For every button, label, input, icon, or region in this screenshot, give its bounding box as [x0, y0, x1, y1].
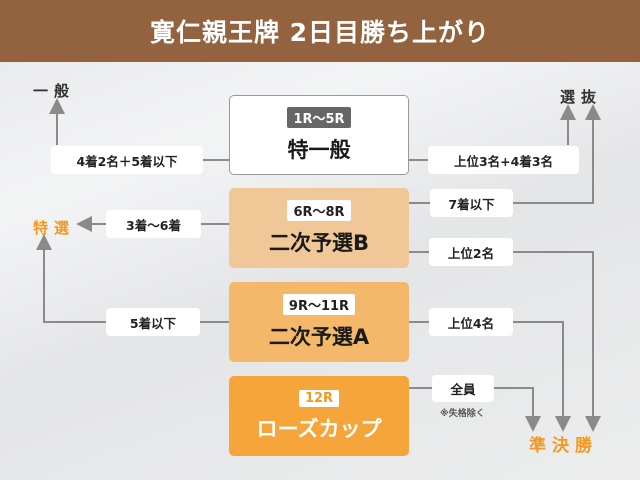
arrow-to-junkessho	[494, 387, 541, 432]
race-range-tag: 12R	[298, 389, 340, 407]
race-name: 二次予選A	[268, 324, 370, 349]
condition-label: 上位3名+4着3名	[428, 146, 579, 174]
destination-senbatsu: 選抜	[560, 88, 603, 106]
race-range-tag: 6R〜8R	[287, 199, 351, 221]
condition-label: 全員	[432, 375, 494, 402]
condition-label: 7着以下	[430, 189, 513, 217]
condition-label: 上位2名	[429, 238, 513, 266]
destination-junkessho: 準決勝	[529, 436, 598, 456]
condition-label: 3着〜6着	[106, 210, 201, 238]
destination-tokusen: 特選	[33, 219, 76, 237]
race-name: 特一般	[287, 137, 351, 162]
race-box-niji-a: 9R〜11R 二次予選A	[229, 282, 409, 362]
condition-label: 上位4名	[429, 308, 513, 336]
race-box-rose-cup: 12R ローズカップ	[229, 376, 409, 456]
race-name: ローズカップ	[256, 416, 382, 441]
race-range-tag: 9R〜11R	[282, 293, 356, 315]
destination-ippan: 一般	[33, 82, 76, 100]
condition-label: 4着2名＋5着以下	[51, 146, 203, 174]
race-range-tag: 1R〜5R	[287, 106, 351, 128]
condition-note: ※失格除く	[440, 409, 485, 419]
page-title: 寛仁親王牌 2日目勝ち上がり	[0, 0, 640, 62]
race-box-tokuippan: 1R〜5R 特一般	[229, 95, 409, 175]
condition-label: 5着以下	[106, 308, 200, 336]
race-name: 二次予選B	[268, 230, 369, 255]
race-box-niji-b: 6R〜8R 二次予選B	[229, 188, 409, 268]
